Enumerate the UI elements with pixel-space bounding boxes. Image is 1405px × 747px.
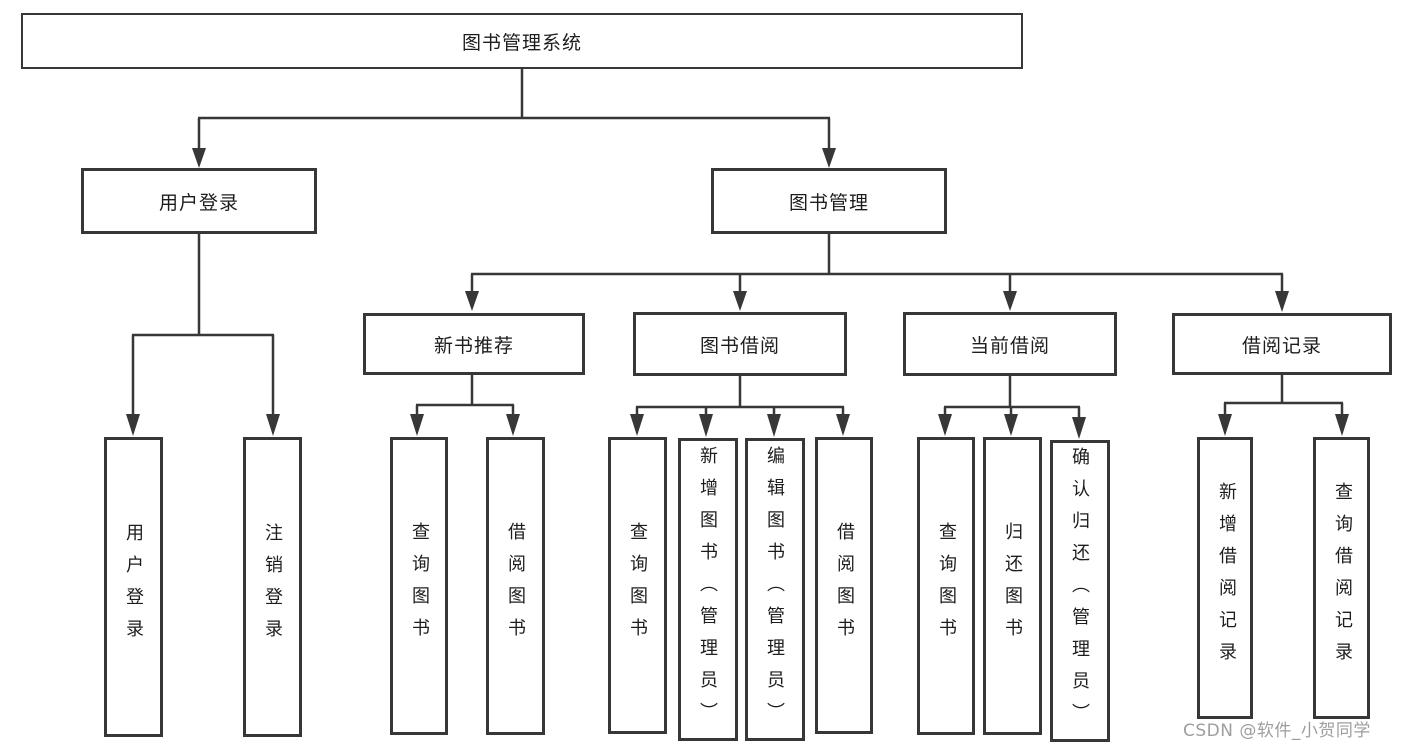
connector-book-management-children — [465, 234, 1289, 312]
leaf-logout: 注销登录 — [243, 437, 302, 737]
leaf-edit-books-admin: 编辑图书（管理员） — [745, 438, 805, 741]
leaf-borrow-books-recommend: 借阅图书 — [486, 437, 545, 735]
leaf-label: 借阅图书 — [505, 522, 526, 650]
node-current-borrowing: 当前借阅 — [903, 312, 1117, 376]
csdn-watermark: CSDN @软件_小贺同学 — [1183, 721, 1371, 741]
leaf-label: 注销登录 — [262, 523, 283, 651]
leaf-label: 借阅图书 — [834, 521, 855, 650]
node-label: 当前借阅 — [969, 334, 1050, 357]
leaf-label: 编辑图书（管理员） — [764, 445, 785, 734]
leaf-borrow-books: 借阅图书 — [815, 437, 873, 734]
node-borrowing-records: 借阅记录 — [1172, 313, 1392, 375]
leaf-confirm-return-admin: 确认归还（管理员） — [1050, 440, 1110, 742]
leaf-label: 查询借阅记录 — [1332, 482, 1353, 674]
node-library-management-system: 图书管理系统 — [21, 13, 1023, 69]
leaf-label: 查询图书 — [627, 521, 648, 650]
node-label: 新书推荐 — [433, 334, 514, 357]
leaf-label: 确认归还（管理员） — [1069, 447, 1090, 735]
connector-new-book-children — [410, 375, 520, 436]
leaf-label: 查询图书 — [936, 522, 957, 650]
connector-borrow-records-children — [1218, 375, 1349, 436]
node-new-book-recommendation: 新书推荐 — [363, 313, 585, 375]
node-user-login: 用户登录 — [81, 168, 317, 234]
node-label: 图书借阅 — [699, 334, 780, 357]
node-label: 图书管理 — [788, 191, 869, 214]
leaf-return-books: 归还图书 — [983, 437, 1042, 735]
leaf-label: 查询图书 — [409, 522, 430, 650]
connector-book-borrow-children — [630, 376, 850, 437]
leaf-query-books-current: 查询图书 — [917, 437, 975, 735]
connector-user-login-children — [126, 234, 280, 436]
node-book-management: 图书管理 — [711, 168, 947, 234]
leaf-add-books-admin: 新增图书（管理员） — [678, 438, 738, 741]
connector-current-borrow-children — [938, 376, 1086, 439]
leaf-query-borrow-record: 查询借阅记录 — [1313, 437, 1370, 719]
leaf-label: 归还图书 — [1002, 522, 1023, 650]
leaf-query-books-borrow: 查询图书 — [608, 437, 667, 734]
leaf-query-books-recommend: 查询图书 — [390, 437, 448, 735]
leaf-label: 新增图书（管理员） — [697, 445, 718, 734]
node-book-borrowing: 图书借阅 — [633, 312, 847, 376]
leaf-label: 新增借阅记录 — [1216, 482, 1237, 674]
leaf-label: 用户登录 — [123, 523, 144, 651]
leaf-user-login: 用户登录 — [104, 437, 163, 737]
node-label: 借阅记录 — [1241, 334, 1322, 357]
leaf-add-borrow-record: 新增借阅记录 — [1197, 437, 1253, 719]
node-label: 图书管理系统 — [461, 31, 582, 54]
node-label: 用户登录 — [158, 191, 239, 214]
connector-root-to-level2 — [192, 69, 836, 168]
